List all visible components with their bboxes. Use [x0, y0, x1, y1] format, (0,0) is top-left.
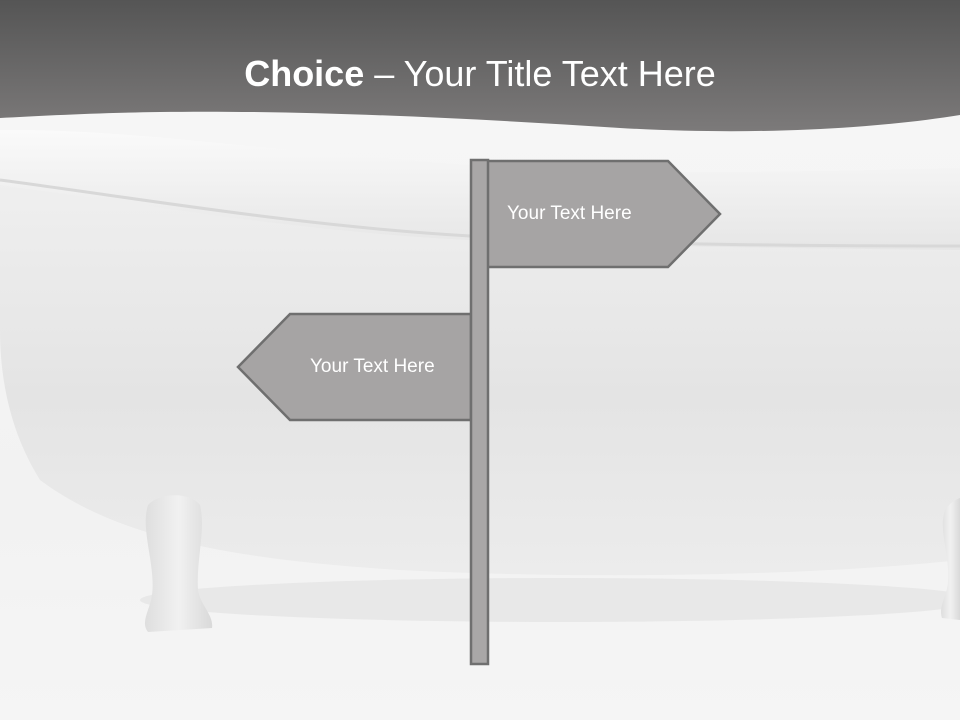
slide-title: Choice – Your Title Text Here: [0, 52, 960, 96]
header-band: [0, 0, 960, 132]
left-sign-label: Your Text Here: [310, 356, 435, 377]
sign-post: [469, 158, 490, 666]
title-text: – Your Title Text Here: [364, 53, 716, 94]
title-emphasis: Choice: [244, 53, 365, 94]
right-sign-label: Your Text Here: [507, 203, 632, 224]
